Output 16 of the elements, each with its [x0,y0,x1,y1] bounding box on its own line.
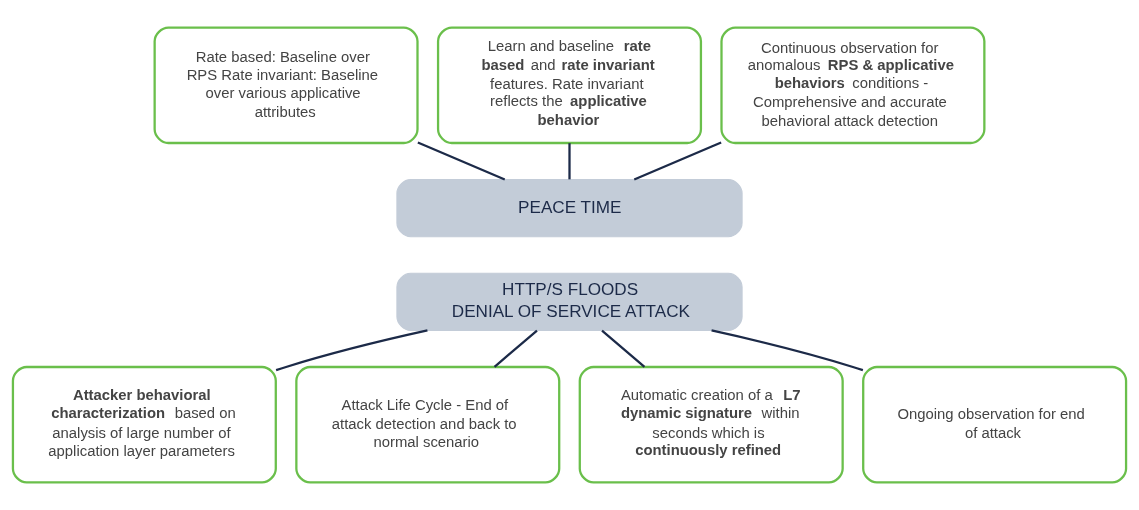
node-box: PEACE TIME [396,179,743,238]
node-box: Ongoing observation for end of attack [862,365,1128,484]
connector [568,143,571,180]
connector [711,329,864,372]
node-box: Automatic creation of a L7 dynamic signature within seconds which is continuously refined [578,365,844,484]
connector [275,329,428,372]
node-box: Continuous observation for anomalous RPS & applicative behaviors conditions - Comprehensive and accurate behavioral attack detection [720,26,986,145]
connector [633,141,722,181]
node-box: Rate based: Baseline over RPS Rate invariant: Baseline over various applicative attributes [153,26,419,145]
node-box: HTTP/S FLOODS DENIAL OF SERVICE ATTACK [396,272,743,331]
connector [417,141,506,181]
connector [493,329,538,368]
node-box: Learn and baseline rate based and rate invariant features. Rate invariant reflects the applicative behavior [436,26,703,145]
connector [601,329,646,368]
node-box: Attack Life Cycle - End of attack detection and back to normal scenario [295,365,561,484]
node-box: Attacker behavioral characterization based on analysis of large number of application layer parameters [11,365,277,484]
